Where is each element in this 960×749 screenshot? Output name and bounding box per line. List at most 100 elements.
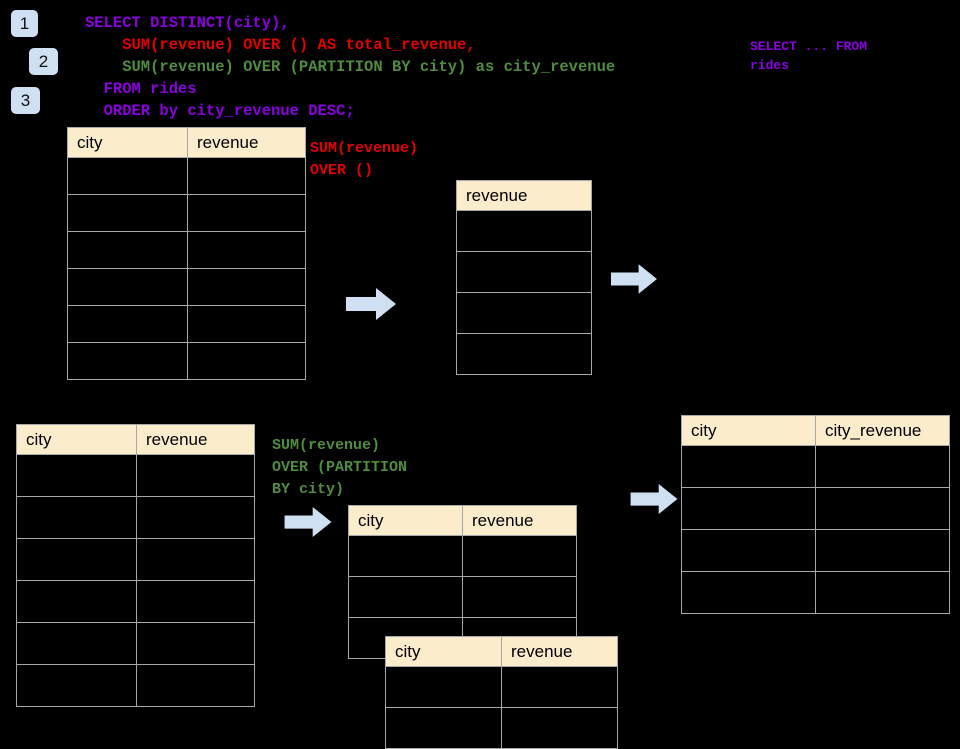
table-rides-source-top: city revenue [67,127,306,380]
table-row [67,157,306,195]
table-row [16,496,255,539]
step-badge-3-label: 3 [20,91,31,110]
table-row [681,445,950,488]
cell-city [681,529,816,572]
cell-revenue [136,538,255,581]
cell-city [16,622,137,665]
sql-line-from: FROM rides [85,80,197,98]
table-row [681,529,950,572]
cell-revenue [501,666,618,708]
arrow-partition-to-result [630,484,678,514]
step-badge-2-label: 2 [38,52,49,71]
step-badge-1-label: 1 [19,14,30,33]
cell-revenue [462,535,577,577]
cell-city [348,535,463,577]
cell-city-revenue [815,529,950,572]
cell-revenue [187,268,306,306]
cell-city [67,342,188,380]
step-badge-2: 2 [29,48,58,75]
cell-city [67,157,188,195]
annotation-select-from-rides: SELECT ... FROM rides [750,39,868,73]
cell-city-revenue [815,571,950,614]
cell-revenue [456,292,592,334]
cell-revenue [456,333,592,375]
cell-city [16,664,137,707]
cell-city [385,666,502,708]
table-header-row: city city_revenue [681,415,950,446]
sql-line-total-revenue: SUM(revenue) OVER () AS total_revenue, [85,36,476,54]
cell-city [348,576,463,618]
column-header-city: city [385,636,502,667]
cell-city [16,538,137,581]
cell-revenue [462,576,577,618]
cell-city [681,445,816,488]
cell-revenue [187,231,306,269]
table-partition-group-back: city revenue [348,505,577,659]
cell-revenue [501,707,618,749]
cell-revenue [136,664,255,707]
cell-revenue [136,580,255,623]
column-header-revenue: revenue [501,636,618,667]
step-badge-3: 3 [11,87,40,114]
table-final-result: city city_revenue [681,415,950,614]
cell-revenue [187,305,306,343]
cell-revenue [456,210,592,252]
cell-city [16,580,137,623]
column-header-revenue: revenue [136,424,255,455]
cell-revenue [136,622,255,665]
column-header-revenue: revenue [456,180,592,211]
annotation-sum-over-empty: SUM(revenue) OVER () [310,140,419,179]
cell-revenue [456,251,592,293]
annotation-sum-over-partition: SUM(revenue) OVER (PARTITION BY city) [272,437,408,498]
table-row [348,535,577,577]
cell-city [385,707,502,749]
arrow-source-to-total [346,288,396,320]
table-row [456,292,592,334]
cell-city [67,194,188,232]
column-header-city: city [681,415,816,446]
sql-line-select: SELECT DISTINCT(city), [85,14,290,32]
cell-city [16,454,137,497]
table-row [67,268,306,306]
cell-city [67,231,188,269]
table-row [681,487,950,530]
cell-city-revenue [815,487,950,530]
column-header-revenue: revenue [187,127,306,158]
table-header-row: revenue [456,180,592,211]
cell-revenue [136,454,255,497]
table-row [67,342,306,380]
table-row [16,454,255,497]
table-row [16,622,255,665]
column-header-city-revenue: city_revenue [815,415,950,446]
arrow-total-to-result [611,264,657,294]
cell-revenue [187,157,306,195]
cell-revenue [187,194,306,232]
table-rides-source-bottom: city revenue [16,424,255,707]
table-row [16,664,255,707]
table-total-revenue: revenue [456,180,592,375]
diagram-canvas: 1 2 3 SELECT DISTINCT(city), SUM(revenue… [11,10,950,749]
cell-city [681,487,816,530]
table-header-row: city revenue [348,505,577,536]
table-row [16,580,255,623]
table-row [67,231,306,269]
table-row [456,210,592,252]
table-row [385,666,618,708]
cell-revenue [136,496,255,539]
arrow-source-to-partition [284,507,332,537]
table-row [348,576,577,618]
cell-city [67,305,188,343]
table-row [681,571,950,614]
cell-city [681,571,816,614]
cell-city-revenue [815,445,950,488]
sql-line-order-by: ORDER by city_revenue DESC; [85,102,355,120]
sql-line-city-revenue: SUM(revenue) OVER (PARTITION BY city) as… [85,58,616,76]
column-header-city: city [67,127,188,158]
table-row [67,305,306,343]
table-row [456,251,592,293]
table-header-row: city revenue [67,127,306,158]
table-header-row: city revenue [385,636,618,667]
table-row [16,538,255,581]
table-partition-group-front: city revenue [385,636,618,749]
column-header-city: city [16,424,137,455]
